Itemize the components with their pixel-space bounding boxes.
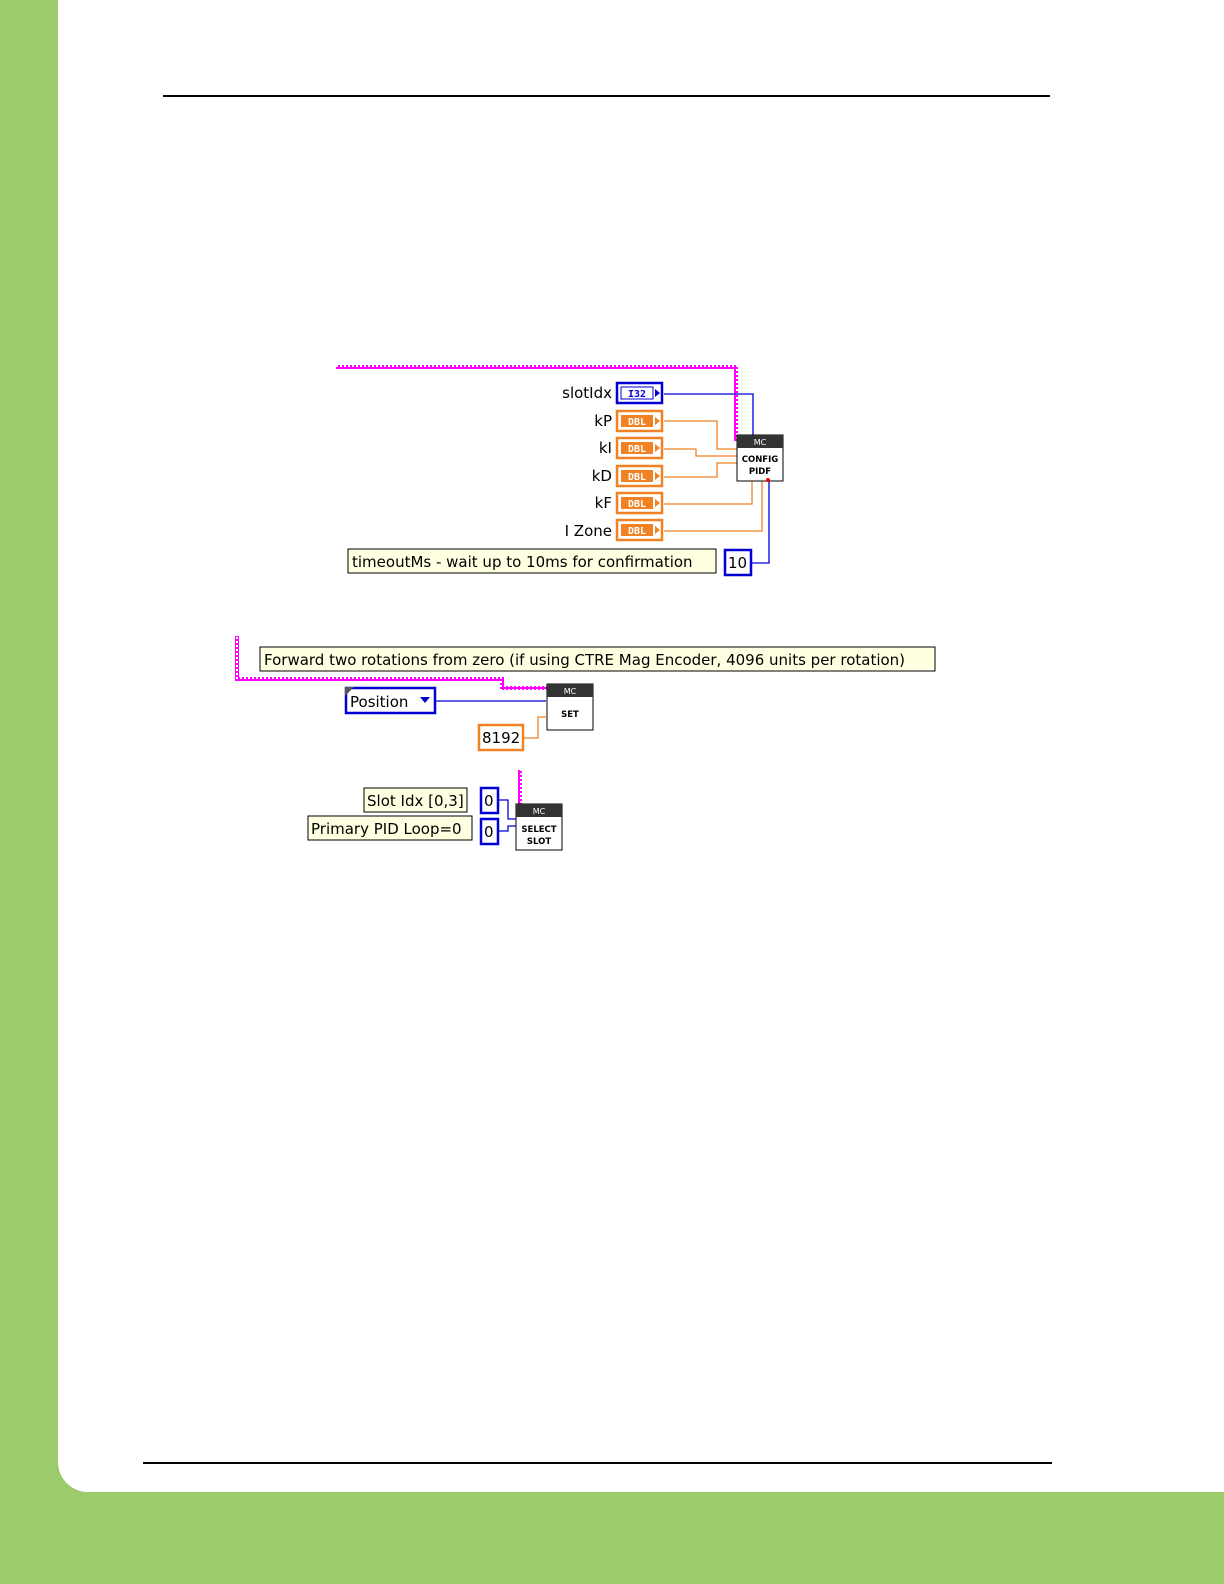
footer-rule — [143, 1462, 1052, 1464]
svg-text:SET: SET — [561, 710, 579, 720]
label-kd: kD — [592, 467, 612, 485]
header-rule — [163, 95, 1050, 97]
svg-text:Primary PID Loop=0: Primary PID Loop=0 — [311, 820, 462, 838]
svg-text:0: 0 — [484, 792, 494, 810]
svg-text:SLOT: SLOT — [527, 837, 551, 847]
label-ki: kI — [599, 439, 612, 457]
label-kf: kF — [595, 494, 612, 512]
config-labels: slotIdx kP kI kD kF I Zone — [562, 384, 612, 540]
svg-text:Slot Idx [0,3]: Slot Idx [0,3] — [367, 792, 464, 810]
svg-text:MC: MC — [754, 438, 767, 447]
svg-text:timeoutMs - wait up to 10ms fo: timeoutMs - wait up to 10ms for confirma… — [352, 553, 693, 571]
pid-loop-comment: Primary PID Loop=0 — [307, 815, 473, 841]
svg-text:Forward two rotations from zer: Forward two rotations from zero (if usin… — [264, 651, 905, 669]
svg-text:8192: 8192 — [482, 729, 520, 747]
terminal-kd[interactable]: DBL — [615, 464, 664, 488]
timeout-constant[interactable]: 10 — [723, 548, 753, 577]
vi-set[interactable]: MC SET — [546, 683, 594, 731]
svg-text:DBL: DBL — [628, 444, 646, 455]
set-comment: Forward two rotations from zero (if usin… — [259, 646, 936, 672]
svg-text:DBL: DBL — [628, 499, 646, 510]
vi-config-pidf[interactable]: MC CONFIG PIDF — [736, 434, 784, 482]
svg-text:I32: I32 — [628, 389, 646, 400]
terminal-ki[interactable]: DBL — [615, 436, 664, 460]
svg-text:SELECT: SELECT — [521, 825, 556, 835]
terminal-kf[interactable]: DBL — [615, 491, 664, 515]
label-izone: I Zone — [565, 522, 612, 540]
select-wires — [499, 799, 516, 832]
set-wires — [435, 700, 546, 739]
terminal-kp[interactable]: DBL — [615, 409, 664, 433]
slot-idx-constant[interactable]: 0 — [479, 786, 500, 815]
svg-text:0: 0 — [484, 823, 494, 841]
svg-text:MC: MC — [533, 807, 546, 816]
svg-text:DBL: DBL — [628, 472, 646, 483]
page — [58, 0, 1224, 1492]
svg-text:10: 10 — [728, 554, 747, 572]
refnum-wire-select — [518, 770, 522, 804]
terminal-izone[interactable]: DBL — [615, 518, 664, 542]
svg-text:CONFIG: CONFIG — [742, 455, 779, 465]
svg-text:PIDF: PIDF — [749, 467, 771, 477]
terminal-slotidx[interactable]: I32 — [615, 381, 664, 405]
config-wires — [664, 393, 770, 564]
svg-text:Position: Position — [350, 693, 408, 711]
mode-enum[interactable]: Position — [344, 686, 437, 715]
label-kp: kP — [594, 412, 612, 430]
vi-select-slot[interactable]: MC SELECT SLOT — [515, 803, 563, 851]
chevron-down-icon — [420, 697, 430, 703]
label-slotidx: slotIdx — [562, 384, 612, 402]
slot-idx-comment: Slot Idx [0,3] — [363, 787, 468, 813]
refnum-wire-config — [336, 365, 738, 441]
timeout-comment: timeoutMs - wait up to 10ms for confirma… — [347, 548, 717, 574]
pid-loop-constant[interactable]: 0 — [479, 817, 500, 846]
set-value-constant[interactable]: 8192 — [477, 723, 525, 752]
svg-text:MC: MC — [564, 687, 577, 696]
svg-text:DBL: DBL — [628, 417, 646, 428]
refnum-wire-set — [235, 636, 548, 690]
svg-text:DBL: DBL — [628, 526, 646, 537]
